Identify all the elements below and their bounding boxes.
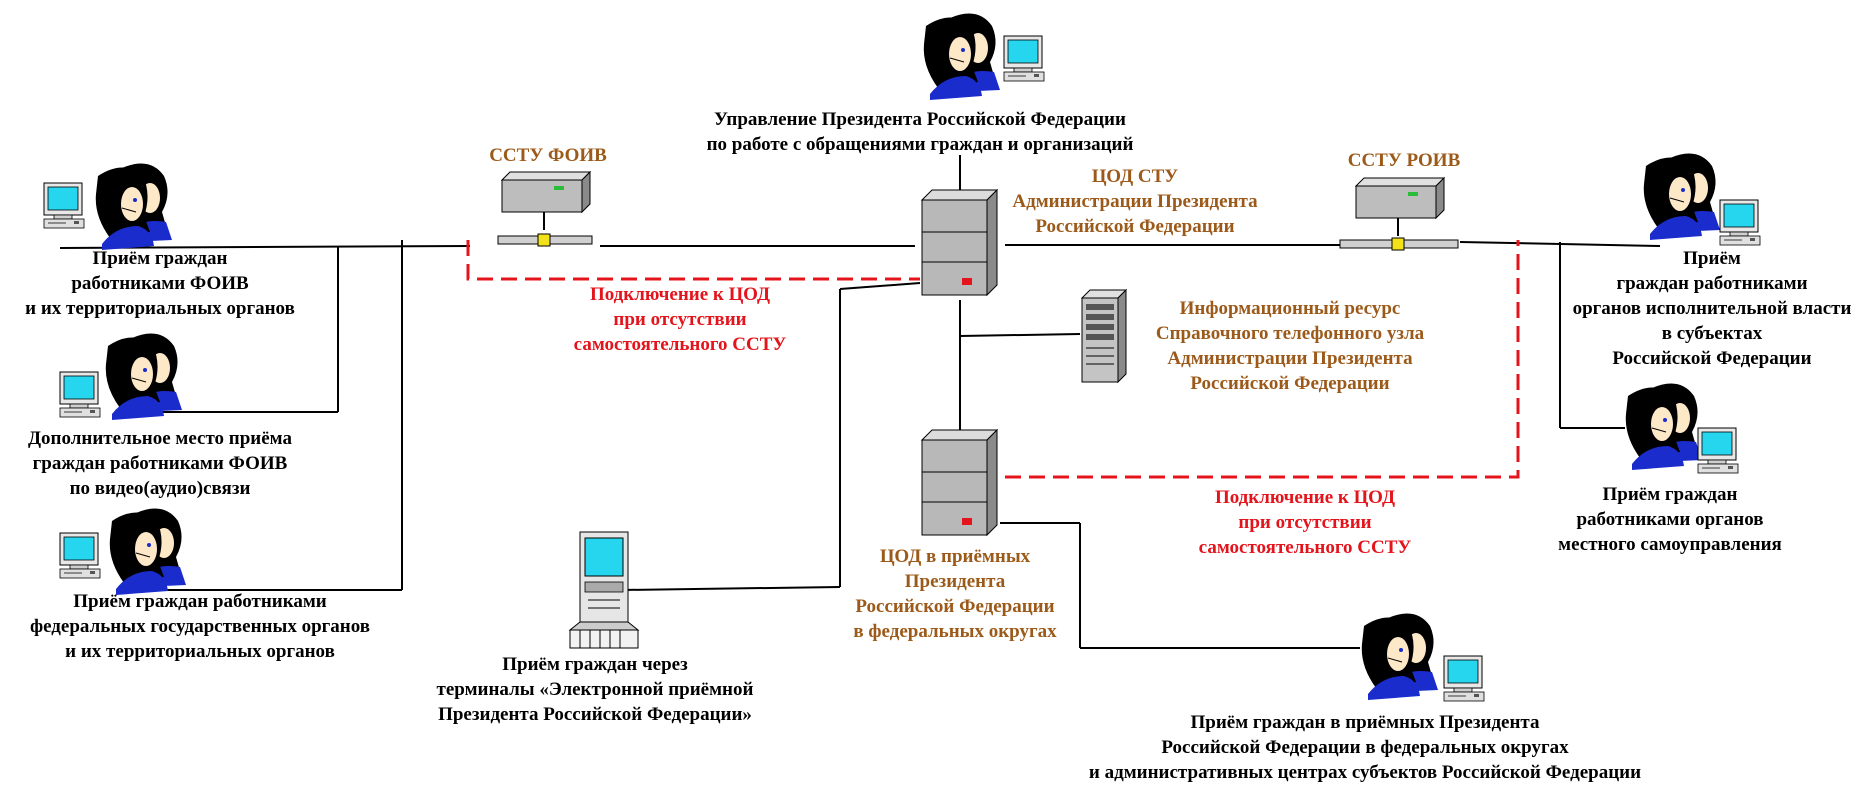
network-lines [59, 155, 1661, 649]
top-admin-person-icon [923, 13, 1045, 101]
info-resource-rack-icon [1080, 288, 1128, 384]
top-admin-label: Управление Президента Российской Федерац… [706, 109, 1134, 155]
cod-stu-server-icon [921, 189, 998, 296]
left-2-person-icon [59, 333, 183, 421]
dashed-connections [466, 240, 1520, 479]
bottom-person-icon [1361, 613, 1485, 702]
sstu-roiv-router-icon [1355, 177, 1445, 237]
sstu-roiv-label: ССТУ РОИВ [1347, 150, 1461, 171]
left-3-person-icon [59, 508, 187, 596]
sstu-foiv-router-icon [501, 171, 591, 231]
sstu-foiv-label: ССТУ ФОИВ [489, 145, 607, 166]
right-1-person-icon [1643, 153, 1761, 246]
right-2-person-icon [1625, 383, 1739, 474]
left-1-person-icon [43, 163, 173, 251]
reception-server-icon [921, 429, 998, 536]
terminal-kiosk-icon [568, 531, 640, 649]
